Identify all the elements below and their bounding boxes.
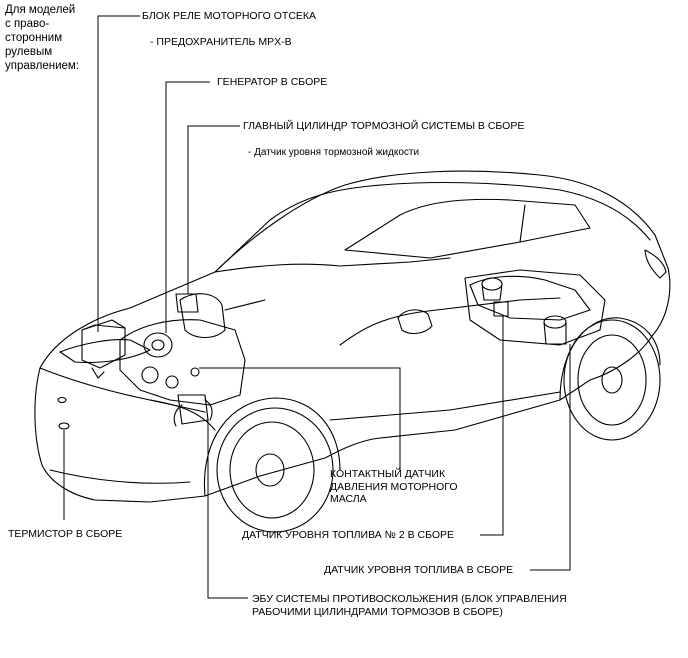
car-body-outline bbox=[34, 170, 671, 503]
windshield bbox=[214, 185, 371, 273]
fuel-sensor-2 bbox=[493, 301, 509, 317]
label-generator: ГЕНЕРАТОР В СБОРЕ bbox=[217, 76, 328, 88]
door-line bbox=[339, 297, 561, 346]
rear-light bbox=[644, 249, 667, 279]
fuel-pump-2 bbox=[481, 277, 503, 291]
rear-tire bbox=[563, 319, 661, 441]
generator bbox=[143, 332, 173, 358]
rear-hub bbox=[601, 366, 623, 394]
relay-box-top bbox=[81, 324, 126, 331]
fog-light bbox=[58, 422, 70, 430]
oil-pressure-sensor bbox=[190, 367, 200, 377]
label-fuse-mpx: - ПРЕДОХРАНИТЕЛЬ MPX-B bbox=[150, 36, 292, 48]
rocker-line bbox=[329, 391, 561, 421]
front-lower bbox=[49, 469, 191, 484]
rear-rim bbox=[577, 334, 647, 426]
leader-fuel-2 bbox=[480, 316, 504, 536]
label-fuel-sensor-2: ДАТЧИК УРОВНЯ ТОПЛИВА № 2 В СБОРЕ bbox=[242, 529, 455, 541]
brake-booster bbox=[179, 293, 226, 339]
leader-generator bbox=[165, 81, 210, 333]
leader-relay bbox=[97, 15, 140, 332]
label-thermistor: ТЕРМИСТОР В СБОРЕ bbox=[8, 528, 123, 540]
label-abs-ecu: ЭБУ СИСТЕМЫ ПРОТИВОСКОЛЬЖЕНИЯ (БЛОК УПРА… bbox=[252, 593, 567, 618]
window-divider bbox=[519, 204, 526, 243]
fuel-tank-outline bbox=[469, 275, 591, 321]
side-window bbox=[344, 198, 591, 259]
label-fuel-sensor: ДАТЧИК УРОВНЯ ТОПЛИВА В СБОРЕ bbox=[324, 564, 514, 576]
front-wheel-arch bbox=[203, 397, 341, 497]
rear-deck bbox=[464, 269, 606, 346]
front-rim bbox=[229, 421, 315, 519]
pulley-2 bbox=[165, 375, 179, 389]
relay-box bbox=[81, 319, 126, 369]
fuel-pump-main bbox=[543, 315, 567, 329]
hood-line bbox=[214, 257, 451, 273]
label-master-cylinder: ГЛАВНЫЙ ЦИЛИНДР ТОРМОЗНОЙ СИСТЕМЫ В СБОР… bbox=[243, 120, 525, 132]
abs-pipes bbox=[173, 399, 213, 427]
leader-oil-pressure bbox=[199, 367, 401, 470]
rhd-note: Для моделей с право- сторонним рулевым у… bbox=[5, 4, 79, 72]
front-tire bbox=[216, 407, 334, 533]
label-relay-block: БЛОК РЕЛЕ МОТОРНОГО ОТСЕКА bbox=[142, 10, 317, 22]
roof-line bbox=[369, 181, 651, 241]
fuel-pump-2-body bbox=[481, 283, 503, 301]
side-mirror bbox=[397, 309, 433, 335]
fender-line bbox=[149, 399, 216, 431]
headlight bbox=[59, 339, 151, 363]
fuel-pump-main-body bbox=[543, 321, 567, 345]
label-oil-pressure: КОНТАКТНЫЙ ДАТЧИК ДАВЛЕНИЯ МОТОРНОГО МАС… bbox=[330, 468, 458, 505]
front-bumper bbox=[39, 367, 206, 413]
engine-block bbox=[119, 319, 246, 406]
front-hub bbox=[255, 453, 285, 487]
emblem bbox=[57, 396, 67, 404]
windshield-wiper bbox=[224, 299, 266, 311]
leader-abs bbox=[207, 420, 248, 599]
relay-box-mount bbox=[91, 367, 105, 379]
master-cylinder bbox=[175, 293, 199, 313]
generator-pulley bbox=[151, 339, 165, 351]
label-brake-fluid-sensor: - Датчик уровня тормозной жидкости bbox=[248, 147, 420, 158]
leader-master-cylinder bbox=[187, 125, 240, 294]
leader-fuel bbox=[530, 344, 571, 571]
pulley-1 bbox=[141, 366, 159, 384]
